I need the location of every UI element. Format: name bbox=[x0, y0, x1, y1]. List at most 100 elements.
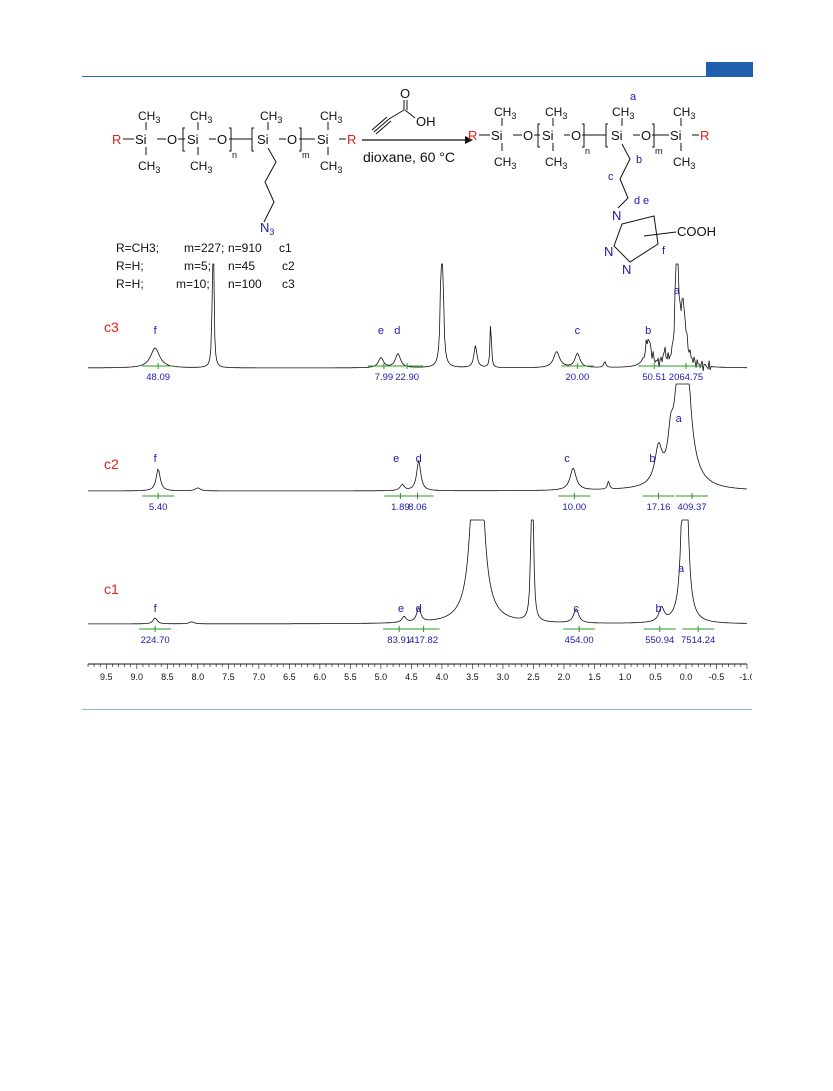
reagent-propiolic-acid: O OH dioxane, 60 °C bbox=[362, 86, 473, 165]
x-tick-label: 2.0 bbox=[558, 672, 571, 682]
svg-text:Si: Si bbox=[670, 128, 682, 143]
product-triazole-n1: N bbox=[612, 208, 621, 223]
spectrum-trace-c3 bbox=[88, 263, 747, 372]
label-a: a bbox=[630, 91, 637, 103]
peak-label-c1-d: d bbox=[416, 603, 422, 615]
reactant-si-2: Si bbox=[187, 132, 199, 147]
header-rule bbox=[82, 76, 752, 77]
svg-text:O: O bbox=[523, 128, 533, 143]
x-tick-label: 8.0 bbox=[192, 672, 205, 682]
integral-value-c3-2064.75: 2064.75 bbox=[669, 372, 703, 383]
integral-value-c3-20.00: 20.00 bbox=[565, 372, 589, 383]
reaction-condition: dioxane, 60 °C bbox=[363, 149, 455, 165]
peak-label-c2-e: e bbox=[393, 453, 399, 465]
sample-c3-id: c3 bbox=[282, 277, 295, 291]
svg-text:Si: Si bbox=[542, 128, 554, 143]
x-tick-label: 6.5 bbox=[283, 672, 296, 682]
product-structure: R Si CH3 CH3 O Si CH3 CH3 O n Si CH3 O m… bbox=[468, 91, 716, 277]
reactant-azide: N3 bbox=[260, 220, 274, 237]
integral-value-c3-48.09: 48.09 bbox=[146, 372, 170, 383]
reagent-oh: OH bbox=[416, 114, 436, 129]
integral-value-c2-409.37: 409.37 bbox=[678, 502, 707, 513]
peak-label-c2-c: c bbox=[564, 453, 570, 465]
reagent-o: O bbox=[400, 86, 410, 101]
svg-text:CH3: CH3 bbox=[494, 155, 516, 171]
footer-rule bbox=[82, 709, 752, 710]
nmr-figure: R Si CH3 CH3 O Si CH3 CH3 O n Si CH3 O m… bbox=[87, 86, 752, 682]
x-tick-label: 8.5 bbox=[161, 672, 174, 682]
sample-c2-m: m=5; bbox=[184, 259, 211, 273]
x-tick-label: 5.5 bbox=[344, 672, 357, 682]
x-tick-label: 1.0 bbox=[619, 672, 632, 682]
peak-label-c1-e: e bbox=[398, 603, 404, 615]
label-f: f bbox=[662, 245, 666, 257]
product-triazole-n3: N bbox=[622, 262, 631, 277]
label-b: b bbox=[636, 154, 642, 166]
x-tick-label: 3.0 bbox=[497, 672, 510, 682]
reactant-si-3: Si bbox=[257, 132, 269, 147]
sample-c1-n: n=910 bbox=[228, 241, 262, 255]
peak-label-c1-c: c bbox=[573, 603, 579, 615]
integral-value-c2-17.16: 17.16 bbox=[647, 502, 671, 513]
integral-value-c2-10.00: 10.00 bbox=[562, 502, 586, 513]
sample-c1-id: c1 bbox=[279, 241, 292, 255]
x-tick-label: -1.0 bbox=[739, 672, 752, 682]
svg-text:R: R bbox=[700, 128, 709, 143]
integral-value-c3-22.90: 22.90 bbox=[395, 372, 419, 383]
integral-value-c2-1.89: 1.89 bbox=[391, 502, 410, 513]
reactant-o-3: O bbox=[287, 132, 297, 147]
reactant-si-1: Si bbox=[135, 132, 147, 147]
sample-c2-r: R=H; bbox=[116, 259, 144, 273]
svg-text:CH3: CH3 bbox=[673, 105, 695, 121]
reactant-ch3-bot-2: CH3 bbox=[190, 159, 212, 175]
spectrum-id-c2: c2 bbox=[104, 456, 119, 472]
x-tick-label: 7.0 bbox=[253, 672, 266, 682]
sample-c3-r: R=H; bbox=[116, 277, 144, 291]
product-cooh: COOH bbox=[677, 224, 716, 239]
product-si-1: Si bbox=[491, 128, 503, 143]
reactant-ch3-top-4: CH3 bbox=[320, 109, 342, 125]
integral-value-c1-83.91: 83.91 bbox=[387, 635, 411, 646]
sample-c2-n: n=45 bbox=[228, 259, 255, 273]
x-tick-label: 9.0 bbox=[131, 672, 144, 682]
svg-text:CH3: CH3 bbox=[494, 105, 516, 121]
x-tick-label: 0.0 bbox=[680, 672, 693, 682]
x-tick-label: 7.5 bbox=[222, 672, 235, 682]
product-triazole-n2: N bbox=[604, 244, 613, 259]
peak-label-c2-b: b bbox=[649, 453, 655, 465]
reactant-sub-n: n bbox=[232, 150, 237, 160]
label-c: c bbox=[608, 171, 614, 183]
integral-value-c1-417.82: 417.82 bbox=[409, 635, 438, 646]
integral-value-c1-454.00: 454.00 bbox=[565, 635, 594, 646]
peak-label-c3-f: f bbox=[154, 325, 158, 337]
integral-value-c1-224.70: 224.70 bbox=[141, 635, 170, 646]
reactant-si-4: Si bbox=[317, 132, 329, 147]
sample-c3-n: n=100 bbox=[228, 277, 262, 291]
svg-text:m: m bbox=[655, 146, 663, 156]
svg-text:O: O bbox=[571, 128, 581, 143]
svg-text:n: n bbox=[585, 146, 590, 156]
integral-value-c1-550.94: 550.94 bbox=[645, 635, 674, 646]
spectrum-trace-c2 bbox=[88, 383, 748, 492]
reactant-o-1: O bbox=[167, 132, 177, 147]
reactant-structure: R Si CH3 CH3 O Si CH3 CH3 O n Si CH3 O m… bbox=[112, 109, 356, 237]
product-r-left: R bbox=[468, 128, 477, 143]
sample-c1-m: m=227; bbox=[184, 241, 224, 255]
x-tick-label: 4.0 bbox=[436, 672, 449, 682]
svg-text:CH3: CH3 bbox=[673, 155, 695, 171]
sample-c1-r: R=CH3; bbox=[116, 241, 159, 255]
integral-value-c3-50.51: 50.51 bbox=[642, 372, 666, 383]
x-tick-label: 0.5 bbox=[649, 672, 662, 682]
peak-label-c3-b: b bbox=[645, 325, 651, 337]
reactant-ch3-bot-4: CH3 bbox=[320, 159, 342, 175]
x-tick-label: -0.5 bbox=[709, 672, 725, 682]
peak-label-c3-a: a bbox=[674, 285, 681, 297]
x-tick-label: 2.5 bbox=[527, 672, 540, 682]
reactant-r-right: R bbox=[347, 132, 356, 147]
reactant-ch3-top-2: CH3 bbox=[190, 109, 212, 125]
x-tick-label: 4.5 bbox=[405, 672, 418, 682]
svg-text:Si: Si bbox=[611, 128, 623, 143]
